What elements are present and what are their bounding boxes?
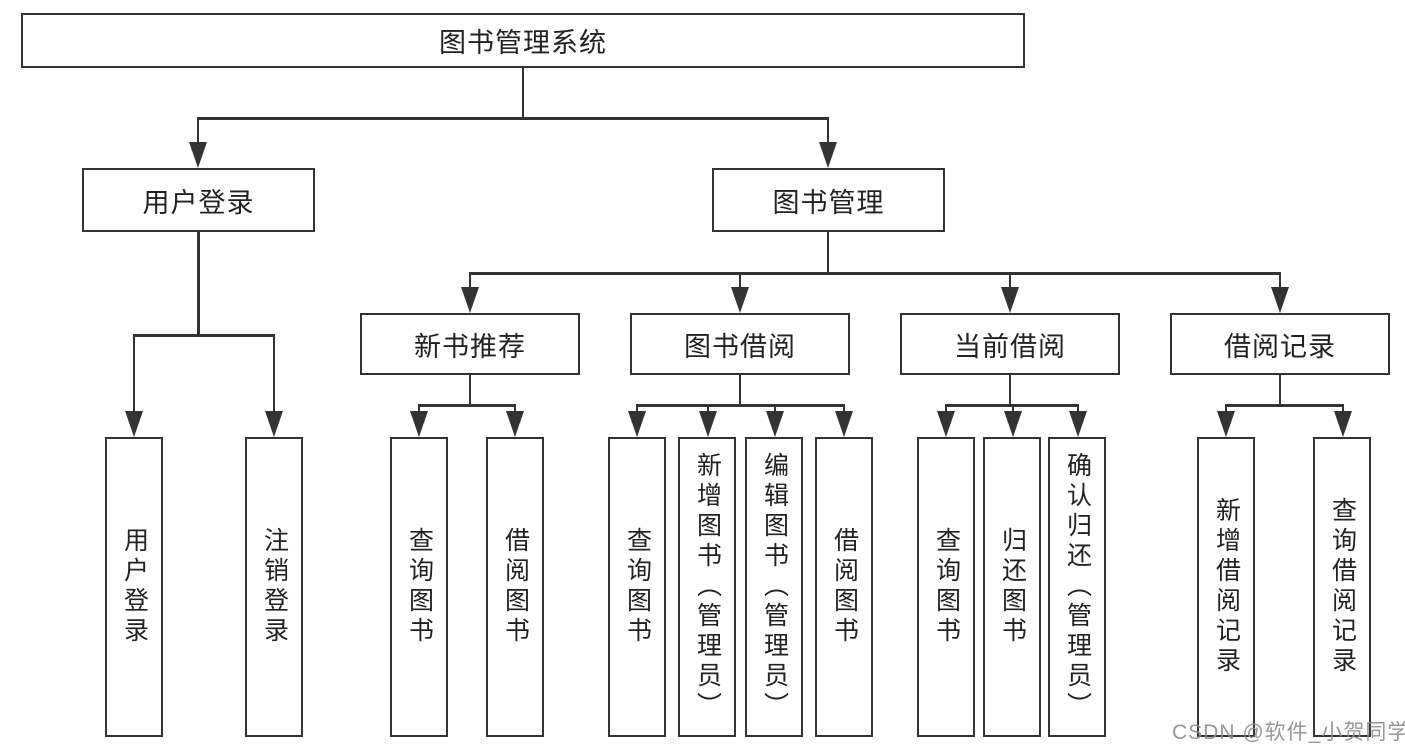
connector-drop-nb-query: [417, 404, 421, 413]
connector-root-stub: [521, 68, 525, 118]
connector-user-login-branch: [132, 334, 276, 337]
leaf-record-add-record: 新增借阅记录: [1197, 437, 1255, 737]
connector-level1-branch: [196, 117, 830, 120]
leaf-newbook-borrow-book-label: 借阅图书: [501, 527, 530, 647]
arrowhead-leaf-login: [125, 411, 143, 437]
arrowhead-bb-borrow: [835, 411, 853, 437]
leaf-record-query-record: 查询借阅记录: [1313, 437, 1371, 737]
arrowhead-cb-return: [1004, 411, 1022, 437]
node-new-book-recommend-label: 新书推荐: [414, 331, 526, 362]
connector-drop-cb-confirm: [1076, 404, 1080, 413]
leaf-borrow-query-book-label: 查询图书: [623, 527, 652, 647]
connector-drop-leaf-logout: [272, 334, 276, 413]
arrowhead-br-add: [1217, 411, 1235, 437]
connector-new-book-stub: [468, 375, 472, 405]
leaf-borrow-borrow-book-label: 借阅图书: [830, 527, 859, 647]
leaf-current-query-book: 查询图书: [917, 437, 975, 737]
arrowhead-br-query: [1334, 411, 1352, 437]
node-book-borrow-label: 图书借阅: [684, 331, 796, 362]
leaf-newbook-query-book-label: 查询图书: [405, 527, 434, 647]
leaf-current-return-book-label: 归还图书: [998, 527, 1027, 647]
connector-drop-leaf-login: [132, 334, 136, 413]
leaf-borrow-borrow-book: 借阅图书: [815, 437, 873, 737]
connector-drop-book-management: [826, 117, 830, 144]
leaf-current-confirm-return-admin-label: 确认归还（管理员）: [1063, 452, 1092, 722]
leaf-borrow-edit-book-admin: 编辑图书（管理员）: [745, 437, 803, 737]
connector-drop-borrow-record: [1278, 272, 1282, 289]
leaf-newbook-borrow-book: 借阅图书: [486, 437, 544, 737]
arrowhead-leaf-logout: [265, 411, 283, 437]
leaf-record-query-record-label: 查询借阅记录: [1328, 497, 1357, 677]
connector-drop-br-query: [1341, 404, 1345, 413]
node-user-login-label: 用户登录: [142, 187, 255, 218]
connector-current-borrow-branch: [944, 404, 1079, 407]
node-root-label: 图书管理系统: [439, 28, 607, 58]
node-current-borrow-label: 当前借阅: [954, 331, 1066, 362]
arrowhead-borrow-record: [1271, 287, 1289, 313]
arrowhead-book-management: [819, 142, 837, 168]
arrowhead-new-book: [461, 287, 479, 313]
arrowhead-current-borrow: [1001, 287, 1019, 313]
connector-drop-bb-borrow: [842, 404, 846, 413]
connector-drop-br-add: [1224, 404, 1228, 413]
leaf-borrow-add-book-admin: 新增图书（管理员）: [678, 437, 736, 737]
connector-drop-book-borrow: [738, 272, 742, 289]
connector-borrow-record-branch: [1224, 404, 1344, 407]
connector-user-login-stub: [197, 232, 200, 335]
node-book-management-label: 图书管理: [772, 187, 885, 218]
arrowhead-nb-borrow: [506, 411, 524, 437]
connector-drop-new-book: [468, 272, 472, 289]
arrowhead-bb-edit: [766, 411, 784, 437]
connector-drop-bb-edit: [773, 404, 777, 413]
connector-drop-cb-return: [1011, 404, 1015, 413]
arrowhead-cb-confirm: [1069, 411, 1087, 437]
node-current-borrow: 当前借阅: [900, 313, 1120, 375]
arrowhead-cb-query: [937, 411, 955, 437]
node-new-book-recommend: 新书推荐: [360, 313, 580, 375]
connector-book-borrow-stub: [738, 375, 742, 405]
arrowhead-book-borrow: [731, 287, 749, 313]
leaf-borrow-add-book-admin-label: 新增图书（管理员）: [693, 452, 722, 722]
arrowhead-user-login: [189, 142, 207, 168]
leaf-borrow-edit-book-admin-label: 编辑图书（管理员）: [760, 452, 789, 722]
connector-drop-nb-borrow: [513, 404, 517, 413]
leaf-current-return-book: 归还图书: [983, 437, 1041, 737]
connector-drop-bb-query: [635, 404, 639, 413]
node-book-borrow: 图书借阅: [630, 313, 850, 375]
leaf-record-add-record-label: 新增借阅记录: [1212, 497, 1241, 677]
leaf-logout: 注销登录: [245, 437, 303, 737]
node-book-management: 图书管理: [712, 168, 945, 232]
leaf-current-query-book-label: 查询图书: [932, 527, 961, 647]
connector-book-borrow-branch: [635, 404, 846, 407]
arrowhead-bb-query: [628, 411, 646, 437]
connector-current-borrow-stub: [1008, 375, 1012, 405]
leaf-user-login: 用户登录: [105, 437, 163, 737]
leaf-borrow-query-book: 查询图书: [608, 437, 666, 737]
node-borrow-record: 借阅记录: [1170, 313, 1390, 375]
arrowhead-nb-query: [410, 411, 428, 437]
connector-drop-current-borrow: [1008, 272, 1012, 289]
connector-book-management-stub: [826, 232, 830, 273]
connector-level3-branch: [468, 272, 1282, 275]
connector-new-book-branch: [417, 404, 517, 407]
connector-drop-bb-add: [706, 404, 710, 413]
leaf-current-confirm-return-admin: 确认归还（管理员）: [1048, 437, 1106, 737]
connector-drop-user-login: [196, 117, 200, 144]
csdn-watermark: CSDN @软件_小贺同学: [1172, 721, 1405, 744]
node-borrow-record-label: 借阅记录: [1224, 331, 1336, 362]
leaf-newbook-query-book: 查询图书: [390, 437, 448, 737]
connector-borrow-record-stub: [1278, 375, 1282, 405]
leaf-user-login-label: 用户登录: [120, 527, 149, 647]
leaf-logout-label: 注销登录: [260, 527, 289, 647]
connector-drop-cb-query: [944, 404, 948, 413]
arrowhead-bb-add: [699, 411, 717, 437]
node-user-login: 用户登录: [82, 168, 315, 232]
node-root: 图书管理系统: [21, 13, 1025, 68]
